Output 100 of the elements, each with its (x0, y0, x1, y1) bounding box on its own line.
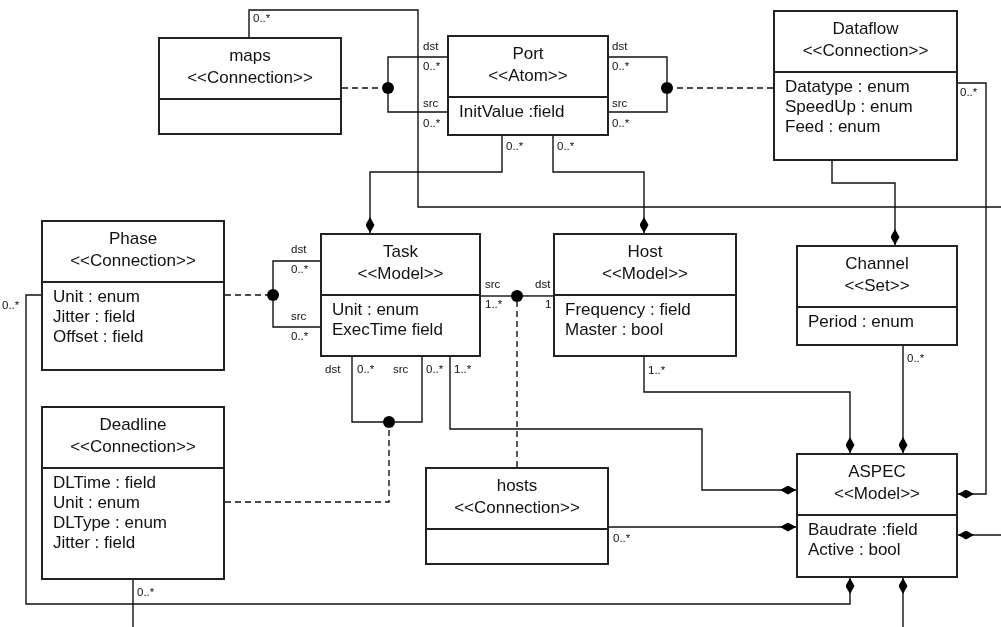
class-box (553, 233, 737, 357)
multiplicity-label: dst (423, 40, 439, 53)
composition-line (957, 82, 987, 499)
association-line (608, 93, 668, 113)
stereotype-label: <<Model>> (601, 263, 689, 285)
attribute-text: ExecTime field (332, 320, 444, 340)
attribute-text: SpeedUp : enum (785, 97, 914, 117)
attribute-text: Jitter : field (53, 307, 137, 327)
class-name: Channel (844, 253, 910, 275)
class-box (41, 220, 225, 371)
multiplicity-label: 0..* (557, 140, 575, 153)
multiplicity-label: dst (325, 363, 341, 376)
multiplicity-label: 0..* (137, 586, 155, 599)
attribute-text: Unit : enum (53, 493, 141, 513)
class-name: Deadline (98, 414, 168, 436)
multiplicity-label: 0..* (612, 117, 630, 130)
association-line (351, 356, 384, 423)
junction-dot (267, 289, 279, 301)
multiplicity-label: 0..* (291, 330, 309, 343)
multiplicity-label: src (393, 363, 409, 376)
attribute-text: Period : enum (808, 312, 915, 332)
multiplicity-label: 0..* (426, 363, 444, 376)
class-box (158, 37, 342, 135)
attribute-text: DLType : enum (53, 513, 169, 533)
attribute-text: DLTime : field (53, 473, 157, 493)
dashed-line (224, 294, 268, 296)
junction-dot (383, 416, 395, 428)
stereotype-label: <<Connection>> (801, 40, 930, 62)
stereotype-label: <<Connection>> (69, 250, 197, 272)
attribute-text: Baudrate :field (808, 520, 919, 540)
association-line (248, 9, 1001, 208)
attribute-text: Active : bool (808, 540, 902, 560)
composition-line (25, 294, 855, 605)
multiplicity-label: 0..* (423, 117, 441, 130)
multiplicity-label: src (612, 97, 628, 110)
association-line (272, 300, 321, 328)
association-line (608, 56, 668, 83)
composition-line (831, 160, 900, 246)
association-line (387, 56, 448, 83)
multiplicity-label: 1..* (454, 363, 472, 376)
multiplicity-label: 0..* (613, 532, 631, 545)
stereotype-label: <<Atom>> (487, 65, 569, 87)
multiplicity-label: src (423, 97, 439, 110)
multiplicity-label: 0..* (506, 140, 524, 153)
junction-dot (382, 82, 394, 94)
stereotype-label: <<Connection>> (69, 436, 197, 458)
multiplicity-label: 0..* (253, 12, 271, 25)
association-line (132, 579, 134, 627)
class-box (773, 10, 958, 161)
class-name: Dataflow (831, 18, 900, 40)
composition-line (898, 577, 908, 627)
association-line (522, 295, 554, 297)
composition-line (643, 356, 855, 454)
junction-dot (511, 290, 523, 302)
stereotype-label: <<Connection>> (453, 497, 581, 519)
class-box (425, 467, 609, 565)
junction-dot (661, 82, 673, 94)
class-box (796, 453, 958, 578)
class-name: Phase (107, 228, 159, 250)
attribute-text: Offset : field (53, 327, 145, 347)
attribute-text: Frequency : field (565, 300, 692, 320)
attribute-text: InitValue :field (459, 102, 566, 122)
multiplicity-label: 1..* (485, 298, 503, 311)
attribute-text: Unit : enum (332, 300, 420, 320)
class-box (41, 406, 225, 580)
multiplicity-label: dst (535, 278, 551, 291)
stereotype-label: <<Connection>> (186, 67, 314, 89)
attribute-text: Unit : enum (53, 287, 141, 307)
composition-line (608, 522, 797, 532)
composition-line (449, 356, 797, 495)
multiplicity-label: 0..* (960, 86, 978, 99)
composition-line (898, 345, 908, 454)
class-box (320, 233, 481, 357)
attribute-text: Master : bool (565, 320, 665, 340)
class-name: maps (228, 45, 272, 67)
class-box (447, 35, 609, 136)
attribute-text: Jitter : field (53, 533, 137, 553)
class-name: Host (626, 241, 664, 263)
attribute-text: Datatype : enum (785, 77, 911, 97)
multiplicity-label: src (291, 310, 307, 323)
multiplicity-label: dst (612, 40, 628, 53)
association-line (480, 295, 512, 297)
class-name: Port (511, 43, 545, 65)
composition-line (552, 135, 649, 234)
composition-line (957, 530, 1001, 540)
multiplicity-label: dst (291, 243, 307, 256)
multiplicity-label: 0..* (612, 60, 630, 73)
class-name: ASPEC (847, 461, 907, 483)
stereotype-label: <<Model>> (356, 263, 445, 285)
multiplicity-label: 0..* (423, 60, 441, 73)
attribute-text: Feed : enum (785, 117, 882, 137)
multiplicity-label: src (485, 278, 501, 291)
association-line (272, 260, 321, 290)
composition-line (365, 135, 503, 234)
dashed-line (516, 301, 518, 468)
multiplicity-label: 0..* (2, 299, 20, 312)
association-line (394, 356, 423, 423)
class-name: Task (382, 241, 419, 263)
dashed-line (224, 427, 390, 503)
association-line (387, 93, 448, 113)
